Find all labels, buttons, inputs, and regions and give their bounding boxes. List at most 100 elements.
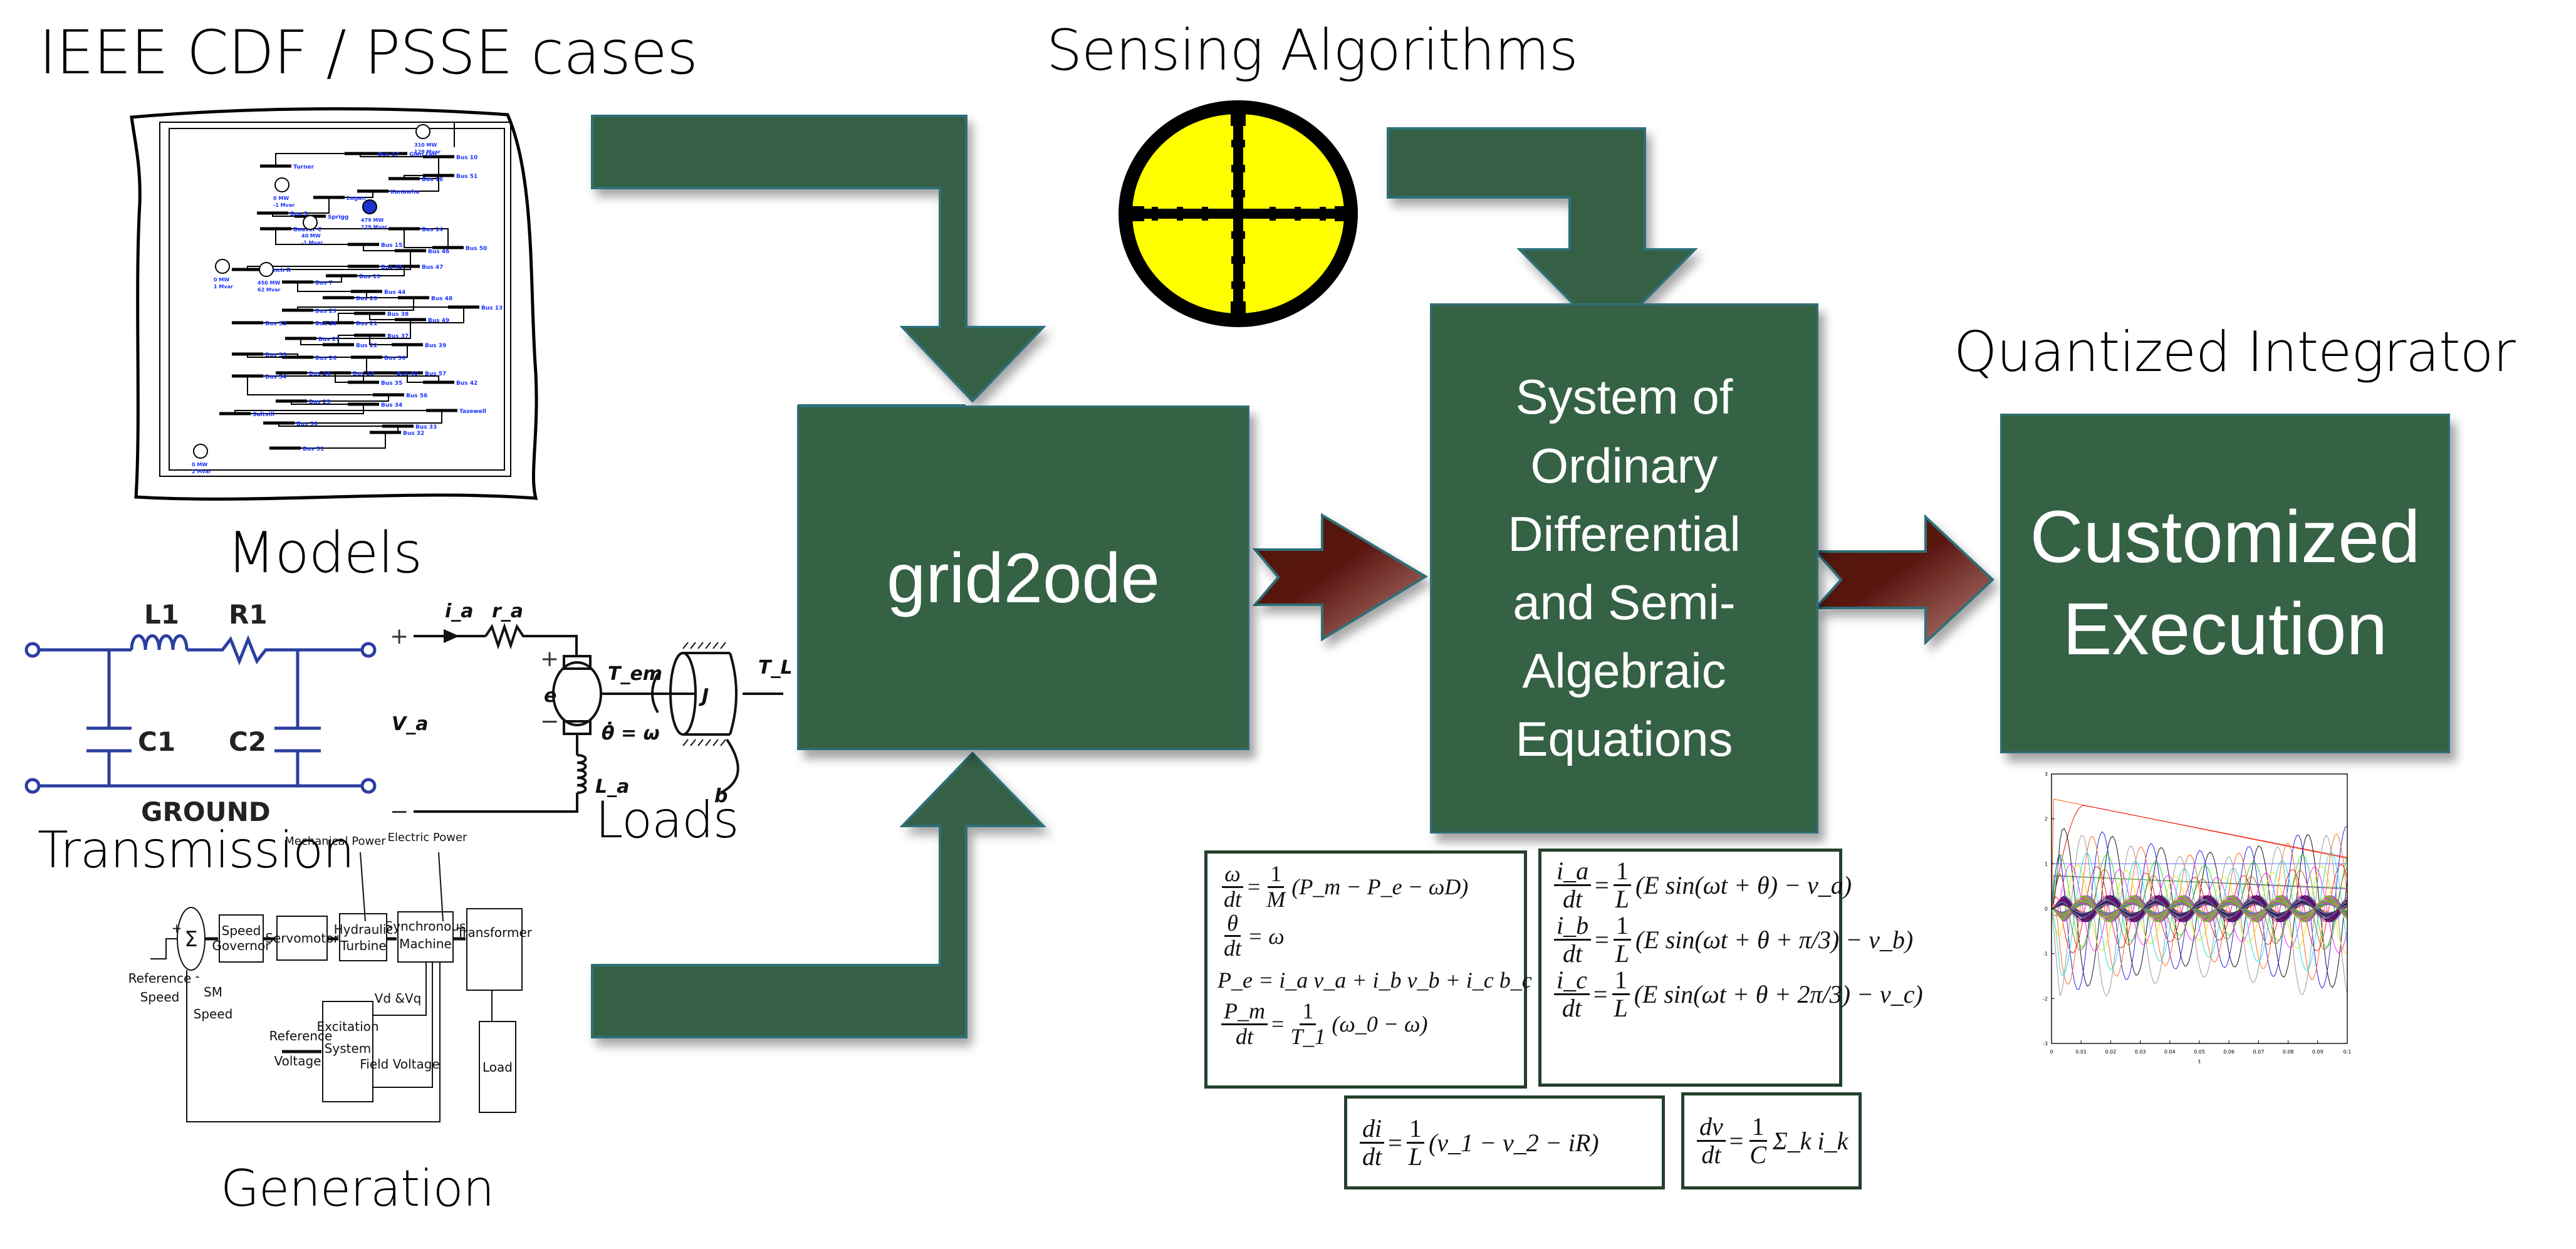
transmission-line (298, 276, 342, 283)
label-reference-voltage-1: Reference (269, 1028, 333, 1043)
bus-label: Bus 44 (384, 290, 405, 296)
ode-line-1: System of (1515, 369, 1733, 425)
block-load: Load (482, 1060, 513, 1075)
y-tick-label: -3 (2043, 1041, 2048, 1047)
transmission-line (338, 313, 370, 323)
y-tick-label: 0 (2045, 906, 2048, 912)
transmission-circuit: L1 R1 C1 C2 GROUND (24, 599, 377, 827)
x-tick-label: 0.06 (2223, 1049, 2234, 1055)
series-line (2051, 896, 2348, 922)
transmission-line (298, 298, 414, 311)
transmission-line (338, 335, 370, 345)
y-tick-label: -1 (2043, 951, 2048, 957)
block-transformer: Transformer (456, 925, 533, 940)
y-tick-label: 2 (2045, 817, 2048, 822)
label-b: b (714, 785, 727, 807)
x-tick-label: 0.04 (2164, 1049, 2176, 1055)
transmission-line (342, 266, 405, 276)
label-sm-speed-2: Speed (194, 1006, 233, 1022)
series-line (2051, 833, 2348, 985)
label-reference-speed-1: Reference (128, 971, 192, 986)
bus-label: Bus 16 (422, 177, 443, 183)
title-ieee-cdf: IEEE CDF / PSSE cases (39, 18, 698, 88)
transmission-line (248, 353, 298, 357)
transmission-line (272, 213, 310, 217)
title-quantized-integrator: Quantized Integrator (1954, 320, 2516, 384)
grid2ode-block[interactable]: grid2ode (797, 405, 1249, 750)
execution-line-2: Execution (2062, 588, 2388, 671)
transmission-line (301, 320, 411, 339)
execution-block[interactable]: Customized Execution (2000, 414, 2450, 753)
bus-label: Bus 38 (387, 311, 409, 318)
transmission-line (297, 306, 464, 310)
transmission-line (300, 338, 338, 345)
transmission-line (276, 228, 449, 248)
y-tick-label: -2 (2043, 996, 2048, 1001)
ode-line-3: Differential (1508, 506, 1741, 562)
generator-output-label: 450 MW (258, 280, 280, 286)
label-va: V_a (392, 713, 428, 735)
ode-line-4: and Semi- (1513, 575, 1736, 630)
transmission-line (297, 282, 367, 292)
block-servomotor: Servomotor (265, 931, 339, 946)
label-l1: L1 (144, 599, 179, 630)
transmission-line (247, 266, 363, 269)
bus-label: Turner (293, 164, 315, 170)
label-e: e (544, 685, 556, 707)
bus-label: Bus 7 (315, 280, 333, 286)
x-axis-label: t (2198, 1059, 2201, 1065)
generator-output-label: 40 MW (301, 233, 321, 239)
transmission-line (248, 251, 411, 270)
block-synchronous-machine-1: Synchronous (385, 919, 466, 934)
label-minus: - (195, 969, 199, 984)
bus-label: Bus 19 (359, 274, 380, 280)
bus-label: Kanawha (390, 189, 419, 196)
label-plus-outer: + (390, 624, 409, 649)
series-line (2051, 852, 2348, 976)
series-line (2051, 904, 2348, 913)
bus-label: Bus 50 (466, 246, 487, 252)
generator-icon (415, 124, 430, 139)
label-c2: C2 (229, 726, 266, 757)
bus-label: Bus 29 (315, 308, 336, 315)
label-ra: r_a (492, 600, 523, 622)
plot-frame (2051, 773, 2348, 1044)
transmission-line (247, 376, 388, 395)
label-electric-power: Electric Power (388, 831, 467, 844)
block-speed-governor-2: Governor (212, 938, 271, 953)
transmission-line (291, 401, 363, 405)
transmission-line (273, 197, 330, 214)
bus-label: Bus 35 (381, 380, 402, 387)
generator-output-label: 0 MW (214, 277, 229, 283)
label-reference-speed-2: Speed (140, 990, 180, 1005)
ode-line-2: Ordinary (1530, 437, 1718, 493)
bus-label: Bus 22 (356, 343, 377, 349)
bus-label: Bus 36 (384, 355, 405, 362)
generator-output-label: 310 MW (414, 142, 437, 148)
title-sensing-algorithms: Sensing Algorithms (1046, 18, 1578, 83)
transmission-line (404, 175, 439, 179)
generator-output-label: -1 Mvar (301, 240, 323, 246)
dc-motor-load-circuit: i_a r_a V_a e L_a T_em θ̇ = ω J T_L b + … (390, 600, 793, 825)
bus-label: Sprigg (328, 214, 348, 221)
series-line (2051, 826, 2348, 990)
ode-system-block[interactable]: System of Ordinary Differential and Semi… (1430, 303, 1818, 834)
bus-label: Bus 48 (431, 296, 452, 302)
ode-line-6: Equations (1515, 711, 1733, 767)
label-minus-inner: − (540, 709, 559, 734)
title-loads: Loads (595, 791, 739, 849)
bus-label: Bus 21 (356, 321, 377, 327)
series-line (2051, 897, 2348, 921)
x-tick-label: 0.09 (2312, 1049, 2323, 1055)
label-reference-voltage-2: Voltage (274, 1053, 321, 1069)
label-field-voltage: Field Voltage (360, 1057, 440, 1072)
generator-icon (362, 199, 377, 214)
bus-label: Bus 39 (425, 343, 446, 349)
generator-output-label: 0 MW (273, 196, 289, 201)
generator-output-label: 0 MW (192, 462, 207, 468)
